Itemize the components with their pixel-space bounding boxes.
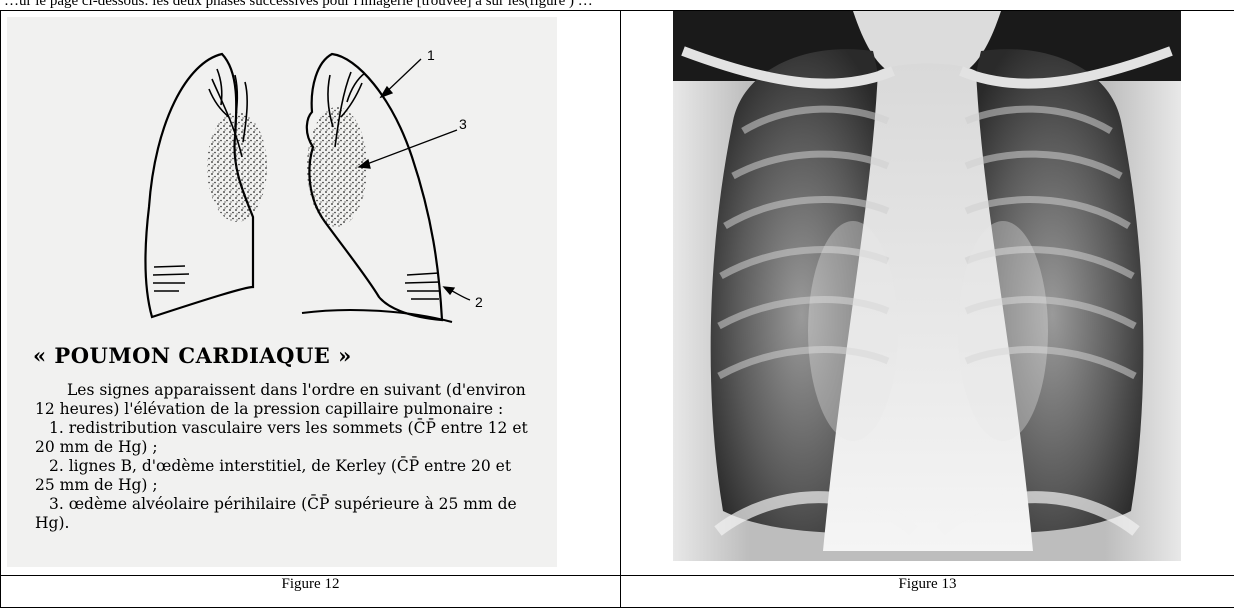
figure-12-item: 1. redistribution vasculaire vers les so… — [35, 419, 535, 457]
label-2: 2 — [475, 294, 483, 310]
figure-12-image: 1 3 2 « POUMON CARDIAQUE » Les signes ap… — [7, 17, 557, 567]
label-1: 1 — [427, 47, 435, 63]
figure-12-title: « POUMON CARDIAQUE » — [33, 343, 352, 368]
lung-diagram: 1 3 2 — [7, 17, 557, 347]
figure-12-item: 2. lignes B, d'œdème interstitiel, de Ke… — [35, 457, 535, 495]
chest-xray — [673, 11, 1181, 561]
figure-12-caption: Figure 12 — [1, 576, 621, 608]
figure-12-intro: Les signes apparaissent dans l'ordre en … — [35, 381, 535, 419]
figure-13-caption: Figure 13 — [621, 576, 1234, 608]
figures-table: 1 3 2 « POUMON CARDIAQUE » Les signes ap… — [0, 10, 1234, 608]
figure-13-xray-image — [673, 11, 1181, 561]
page-header-text: …ur le page ci-dessous: les deux phases … — [4, 0, 593, 10]
figure-12-cell: 1 3 2 « POUMON CARDIAQUE » Les signes ap… — [1, 11, 621, 576]
figure-12-body: Les signes apparaissent dans l'ordre en … — [35, 381, 535, 533]
figure-13-cell — [621, 11, 1234, 576]
left-perihilar-stipple — [207, 112, 267, 222]
label-3: 3 — [459, 116, 467, 132]
figure-12-item: 3. œdème alvéolaire périhilaire (C̄P̄ su… — [35, 495, 535, 533]
